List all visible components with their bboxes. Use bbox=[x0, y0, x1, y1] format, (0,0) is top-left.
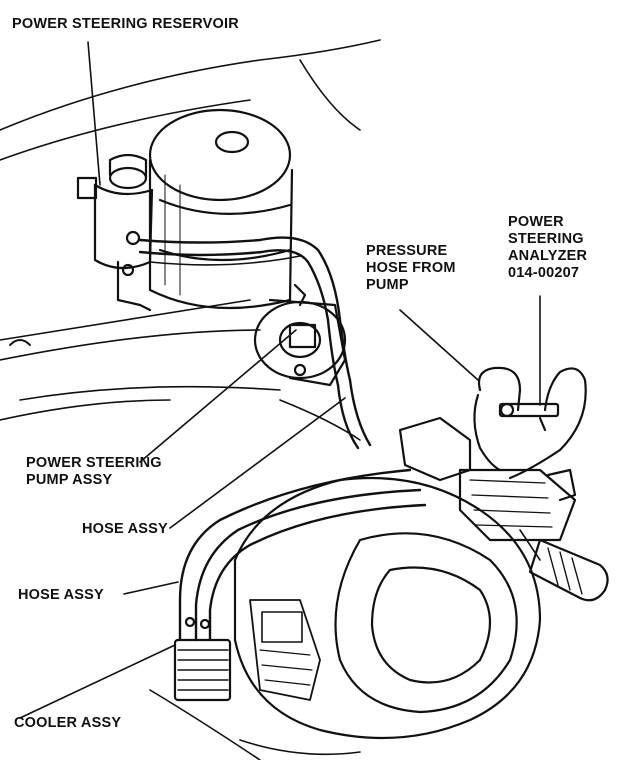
label-pressure-hose-from-pump: PRESSURE HOSE FROM PUMP bbox=[366, 243, 456, 293]
leader-hose-lower bbox=[123, 581, 179, 595]
hose-assy-lines bbox=[178, 378, 427, 642]
label-hose-assy-lower: HOSE ASSY bbox=[18, 587, 104, 603]
label-cooler-assy: COOLER ASSY bbox=[14, 715, 122, 731]
air-cleaner bbox=[148, 108, 294, 310]
label-hose-assy-upper: HOSE ASSY bbox=[82, 521, 168, 537]
leader-pump bbox=[139, 329, 297, 463]
reservoir-shape bbox=[76, 153, 154, 312]
transaxle-shape bbox=[149, 476, 542, 760]
hood-lines bbox=[0, 39, 381, 441]
leader-lines bbox=[19, 41, 541, 719]
leader-cooler bbox=[19, 644, 176, 719]
cooler-shape bbox=[173, 616, 232, 702]
pump-assy-shape bbox=[253, 283, 347, 387]
label-power-steering-reservoir: POWER STEERING RESERVOIR bbox=[12, 16, 239, 32]
leader-reservoir bbox=[87, 41, 101, 186]
leader-pressure-hose bbox=[399, 309, 479, 381]
reservoir-hose bbox=[138, 236, 352, 387]
leader-hose-upper bbox=[169, 397, 346, 529]
analyzer-shape bbox=[473, 366, 587, 480]
steering-gear-shape bbox=[398, 416, 609, 602]
label-power-steering-pump-assy: POWER STEERING PUMP ASSY bbox=[26, 455, 162, 488]
label-power-steering-analyzer: POWER STEERING ANALYZER 014-00207 bbox=[508, 214, 588, 281]
